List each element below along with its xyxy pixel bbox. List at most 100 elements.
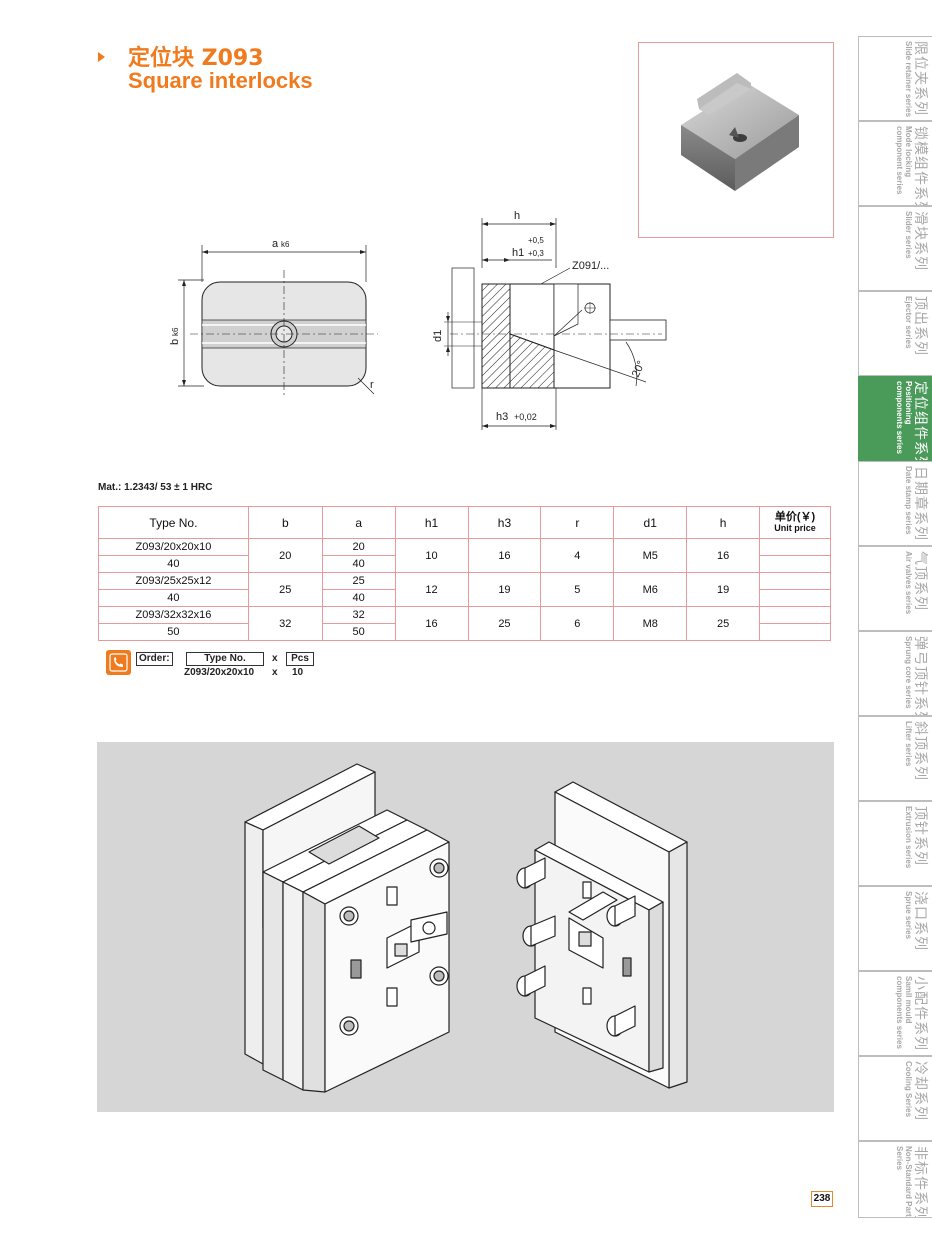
sidebar-tab-cn: 顶针系列 <box>912 806 928 866</box>
mould-illustration <box>97 742 834 1112</box>
dim-h3-tol: +0,02 <box>514 412 537 422</box>
order-label: Order: <box>136 652 173 666</box>
table-row: Z093/25x25x12 25 25 12 19 5 M6 19 <box>98 572 831 607</box>
sidebar-tab-cn: 日期章系列 <box>912 466 928 541</box>
sidebar-tab-en: Positioning components series <box>895 381 913 454</box>
b-cell: 25 <box>247 572 323 607</box>
section-view-drawing: h h1 +0,5 +0,3 Z091/... <box>432 210 667 430</box>
part-ref-label: Z091/... <box>572 260 609 272</box>
dim-a-label: a <box>272 238 279 250</box>
sidebar-tab-cn: 气顶系列 <box>912 551 928 611</box>
page-number: 238 <box>811 1191 833 1207</box>
bullet-arrow-icon <box>98 52 105 62</box>
sidebar-tab-cn: 小配件系列 <box>912 976 928 1051</box>
table-row: 50 50 <box>98 623 831 641</box>
a-cell: 20 <box>321 538 396 556</box>
top-view-drawing: a k6 b k6 r <box>169 238 378 396</box>
sidebar-tab-en: Slide retainer series <box>904 41 913 118</box>
col-header-r: r <box>540 506 615 539</box>
sidebar-tab-en: Date stamp series <box>904 466 913 535</box>
col-header-h1: h1 <box>394 506 469 539</box>
dim-r-label: r <box>370 379 374 391</box>
a-cell: 40 <box>321 589 396 607</box>
d1-cell: M5 <box>613 538 688 573</box>
price-cell <box>759 555 831 573</box>
dim-h1-tol-upper: +0,5 <box>528 236 544 245</box>
sidebar-tab-cn: 滑块系列 <box>912 211 928 271</box>
col-header-h: h <box>686 506 761 539</box>
dim-angle-label: 20° <box>630 359 648 379</box>
dim-b-label: b <box>169 339 181 345</box>
mould-half-right <box>516 781 688 1089</box>
sidebar-tab-cn: 顶出系列 <box>912 296 928 356</box>
col-header-b: b <box>247 506 323 539</box>
dim-d1-label: d1 <box>432 330 444 342</box>
mould-half-left <box>244 763 450 1093</box>
sidebar-tab-en: Cooling Series <box>904 1061 913 1118</box>
sidebar-tab-en: Sprue series <box>904 891 913 940</box>
type-no-cell: Z093/20x20x10 <box>98 538 249 556</box>
order-multiply: x <box>272 653 278 664</box>
technical-drawings: a k6 b k6 r h <box>150 190 710 440</box>
sidebar-tab-en: Ejector series <box>904 296 913 349</box>
dim-b-tol: k6 <box>171 327 180 336</box>
dim-h3-label: h3 <box>496 411 508 423</box>
order-example-type: Z093/20x20x10 <box>184 667 255 678</box>
sidebar-tab-cn: 锁模组件系列 <box>912 126 928 206</box>
product-photo <box>638 42 834 238</box>
b-cell: 20 <box>247 538 323 573</box>
order-example-multiply: x <box>272 667 278 678</box>
price-cell <box>759 538 831 556</box>
sidebar-tab-cn: 冷却系列 <box>912 1061 928 1121</box>
sidebar-tab-en: Air valves series <box>904 551 913 615</box>
h-cell: 25 <box>686 606 761 641</box>
col-header-type: Type No. <box>98 506 249 539</box>
h3-cell: 16 <box>467 538 542 573</box>
d1-cell: M8 <box>613 606 688 641</box>
r-cell: 4 <box>540 538 615 573</box>
dim-h1-label: h1 <box>512 247 524 259</box>
col-header-a: a <box>321 506 396 539</box>
r-cell: 6 <box>540 606 615 641</box>
sidebar-tab-cn: 斜顶系列 <box>912 721 928 781</box>
sidebar-tab-cn: 弹弓顶针系列 <box>912 636 928 716</box>
table-row: Z093/20x20x10 20 20 10 16 4 M5 16 <box>98 538 831 573</box>
h1-cell: 10 <box>394 538 469 573</box>
price-header-cn: 单价(￥) <box>774 511 816 523</box>
h3-cell: 19 <box>467 572 542 607</box>
h1-cell: 12 <box>394 572 469 607</box>
h3-cell: 25 <box>467 606 542 641</box>
sidebar-tab-en: Sprung core series <box>904 636 913 709</box>
table-header-row: Type No. b a h1 h3 r d1 h 单价(￥) Unit pri… <box>98 506 831 539</box>
table-row: 40 40 <box>98 589 831 607</box>
col-header-d1: d1 <box>613 506 688 539</box>
dim-a-tol: k6 <box>281 240 290 249</box>
square-interlock-image <box>681 73 799 191</box>
phone-icon <box>106 650 131 675</box>
sidebar-tab-en: Samll mould components series <box>895 976 913 1049</box>
d1-cell: M6 <box>613 572 688 607</box>
type-no-cell: Z093/32x32x16 <box>98 606 249 624</box>
order-type-no-box: Type No. <box>186 652 264 666</box>
price-cell <box>759 606 831 624</box>
r-cell: 5 <box>540 572 615 607</box>
b-cell: 32 <box>247 606 323 641</box>
sidebar-tab-cn: 限位夹系列 <box>912 41 928 116</box>
order-pcs-box: Pcs <box>286 652 314 666</box>
type-no-cell: 40 <box>98 589 249 607</box>
